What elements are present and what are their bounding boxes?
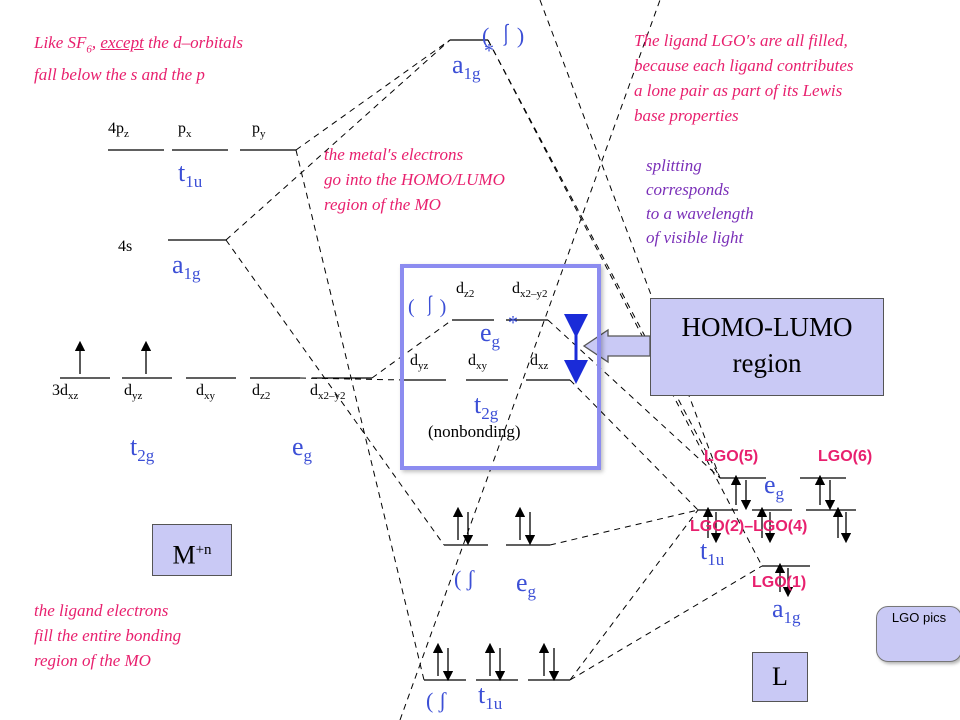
label-3dxz: 3dxz xyxy=(52,382,79,403)
symbol-a1g: a1g xyxy=(172,250,201,284)
note-metal-electrons: the metal′s electrons go into the HOMO/L… xyxy=(324,142,584,217)
symbol-t2g: t2g xyxy=(130,432,155,466)
label-4s: 4s xyxy=(118,238,133,255)
note-lgo-2: because each ligand contributes xyxy=(634,56,854,75)
eg-bond-paren: ( ʃ xyxy=(454,566,475,591)
label-dz2-mo: dz2 xyxy=(456,280,475,301)
homo-lumo-title: HOMO-LUMO xyxy=(681,312,853,342)
symbol-eg-lig: eg xyxy=(764,470,785,504)
note-ligand-electrons: the ligand electrons fill the entire bon… xyxy=(34,598,294,673)
note-split-3: to a wavelength xyxy=(646,204,754,223)
symbol-t2g-mo: t2g xyxy=(474,390,499,424)
metal-ion-box: M+n xyxy=(152,524,232,576)
note-lgo-1: The ligand LGO′s are all filled, xyxy=(634,31,848,50)
note-lgo-3: a lone pair as part of its Lewis xyxy=(634,81,843,100)
eg-star-paren: ( ⎰) xyxy=(408,296,447,318)
label-dxy: dxy xyxy=(196,382,215,403)
note-lig-3: region of the MO xyxy=(34,651,151,670)
star-a1g: * xyxy=(484,40,494,62)
homo-lumo-box: HOMO-LUMO region xyxy=(650,298,884,396)
symbol-eg-bond: eg xyxy=(516,568,537,602)
t1u-bond-paren: ( ʃ xyxy=(426,688,447,713)
note-lgo-4: base properties xyxy=(634,106,739,125)
symbol-eg-star: eg xyxy=(480,318,501,352)
label-dyz-mo: dyz xyxy=(410,352,429,373)
star-eg: * xyxy=(508,312,518,334)
note-split-1: splitting xyxy=(646,156,702,175)
label-dxy-mo: dxy xyxy=(468,352,487,373)
symbol-t1u: t1u xyxy=(178,158,203,192)
homo-lumo-frame xyxy=(400,264,601,470)
note-lig-2: fill the entire bonding xyxy=(34,626,182,645)
symbol-a1g-star: a1g xyxy=(452,50,481,84)
bonding-electron-pairs xyxy=(432,506,560,682)
metal-electron-arrows xyxy=(74,340,152,374)
label-lgo1: LGO(1) xyxy=(752,574,807,591)
symbol-t1u-lig: t1u xyxy=(700,536,725,570)
label-dx2y2: dx2–y2 xyxy=(310,382,346,403)
note-splitting: splitting corresponds to a wavelength of… xyxy=(646,154,846,250)
note-split-2: corresponds xyxy=(646,180,730,199)
ligand-box: L xyxy=(752,652,808,702)
label-px: px xyxy=(178,120,192,141)
a1g-star-paren: ( ⎰) xyxy=(482,23,525,48)
label-dxz-mo: dxz xyxy=(530,352,549,373)
note-sf6-rest: the d–orbitals xyxy=(143,33,243,52)
lgo-pics-button[interactable]: LGO pics xyxy=(876,606,960,662)
symbol-eg: eg xyxy=(292,432,313,466)
symbol-t1u-bond: t1u xyxy=(478,680,503,714)
ligand-electron-pairs xyxy=(702,474,852,598)
label-dyz: dyz xyxy=(124,382,143,403)
note-except: except xyxy=(100,33,144,52)
note-sf6-sub: 6 xyxy=(86,43,92,56)
label-dx2y2-mo: dx2–y2 xyxy=(512,280,548,301)
note-comma: , xyxy=(91,33,101,52)
label-4pz: 4pz xyxy=(108,120,129,141)
note-split-4: of visible light xyxy=(646,228,744,247)
note-ligand-lgo: The ligand LGO′s are all filled, because… xyxy=(634,28,954,128)
note-sf6: Like SF6, except the d–orbitals fall bel… xyxy=(34,30,354,87)
note-metal-3: region of the MO xyxy=(324,195,441,214)
label-lgo6: LGO(6) xyxy=(818,448,873,465)
symbol-a1g-lig: a1g xyxy=(772,594,801,628)
note-metal-1: the metal′s electrons xyxy=(324,145,464,164)
homo-lumo-subtitle: region xyxy=(732,348,802,378)
label-py: py xyxy=(252,120,266,141)
note-sf6-text: Like SF xyxy=(34,33,87,52)
note-lig-1: the ligand electrons xyxy=(34,601,169,620)
label-nonbonding: (nonbonding) xyxy=(428,422,521,441)
label-dz2: dz2 xyxy=(252,382,271,403)
note-sf6-line2: fall below the s and the p xyxy=(34,65,205,85)
note-metal-2: go into the HOMO/LUMO xyxy=(324,170,505,189)
label-lgo2-4: LGO(2)–LGO(4) xyxy=(690,518,808,535)
metal-4p-levels xyxy=(108,149,296,241)
label-lgo5: LGO(5) xyxy=(704,448,759,465)
